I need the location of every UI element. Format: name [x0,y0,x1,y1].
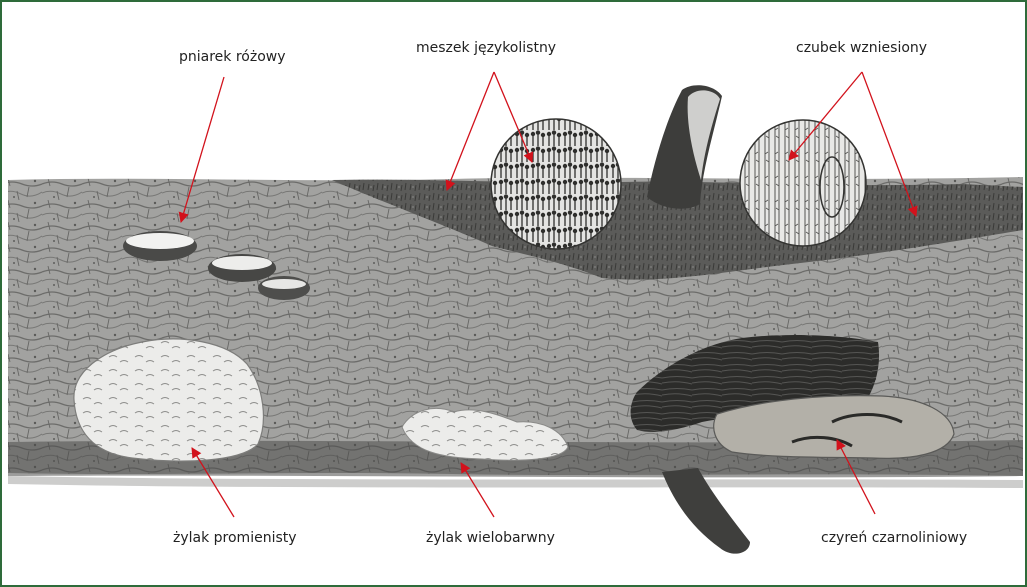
label-pink-conk: pniarek różowy [179,49,286,65]
magnifier-circle-tuft [740,120,866,246]
radial-vein-fungus [74,339,263,461]
label-raised-tuft: czubek wzniesiony [796,40,927,56]
arrow-tongue-moss-1 [447,72,494,190]
label-radial-vein: żylak promienisty [173,530,297,546]
magnifier-circle-moss [491,119,621,249]
label-tongue-moss: meszek językolistny [416,40,556,56]
ground-shadow [8,476,1023,488]
label-multicolor-vein: żylak wielobarwny [426,530,555,546]
label-blackline-crust: czyreń czarnoliniowy [821,530,967,546]
